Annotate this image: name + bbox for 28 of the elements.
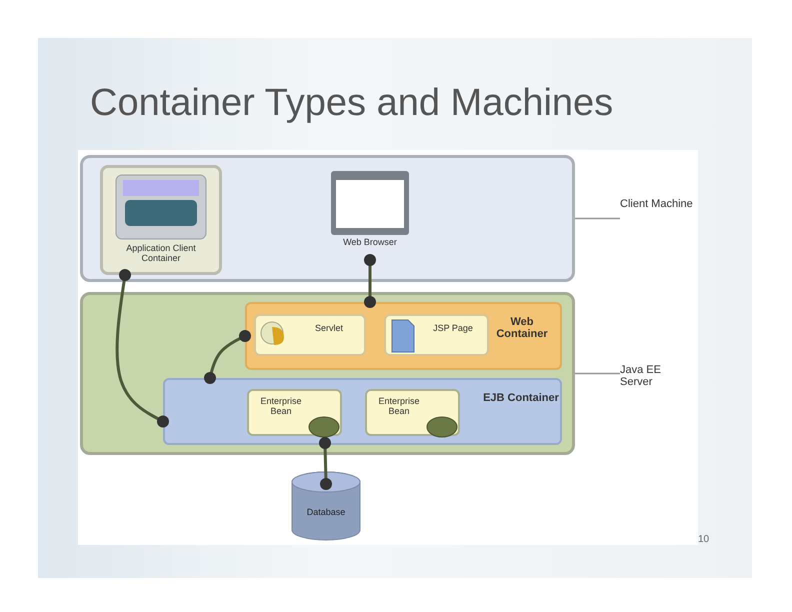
node-label: Enterprise Bean: [377, 397, 421, 417]
container-box: [100, 165, 222, 275]
component-box: [384, 314, 489, 356]
connector: [116, 269, 169, 428]
component-box: [365, 389, 460, 436]
node-label: Database: [306, 508, 346, 518]
connector: [204, 330, 251, 384]
container-box: [245, 302, 562, 370]
node-label: EJB Container: [483, 392, 559, 404]
page-number: 10: [698, 534, 710, 545]
container-box: [163, 378, 562, 445]
machine-label: Client Machine: [620, 198, 694, 210]
server-panel: [80, 292, 575, 455]
component-box: [254, 314, 366, 356]
node-label: Web Container: [495, 316, 549, 340]
slide-title: Container Types and Machines: [90, 82, 614, 125]
machine-panel: [80, 155, 575, 282]
node-label: JSP Page: [432, 324, 474, 334]
leader-line: [575, 372, 620, 374]
node-label: Web Browser: [342, 238, 398, 248]
node-label: Enterprise Bean: [259, 397, 303, 417]
connector: [364, 254, 376, 308]
node-label: Servlet: [314, 324, 344, 334]
node-label: Application Client Container: [125, 244, 197, 264]
connector: [319, 437, 332, 490]
machine-label: Java EE Server: [620, 364, 662, 388]
component-box: [247, 389, 342, 436]
leader-line: [575, 218, 620, 220]
